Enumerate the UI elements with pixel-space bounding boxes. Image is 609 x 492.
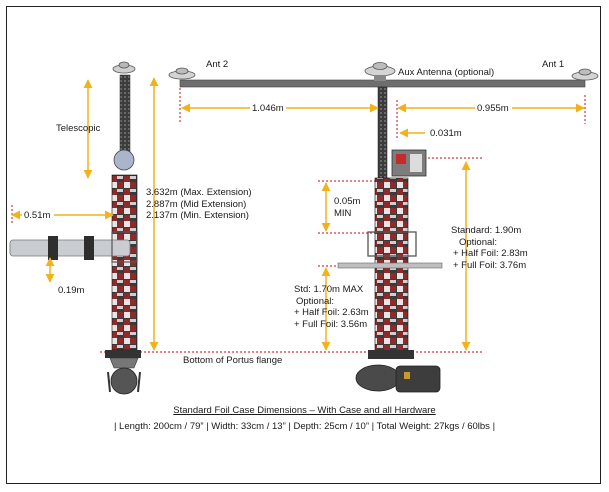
left-float-icon (113, 149, 135, 171)
right-pole (377, 86, 388, 180)
left-flange (105, 350, 141, 358)
std-max-height: Std: 1.70m MAX (294, 284, 364, 295)
standard-optional: Optional: (459, 236, 498, 248)
std-max-half-foil: + Half Foil: 2.63m (294, 307, 369, 318)
footer-title: Standard Foil Case Dimensions – With Cas… (173, 405, 436, 416)
arm-length-label: 0.51m (24, 210, 51, 221)
right-motor-pod-icon (355, 364, 401, 392)
telescopic-label: Telescopic (56, 123, 101, 134)
std-max-block: Std: 1.70m MAX Optional: + Half Foil: 2.… (294, 284, 369, 330)
ant1-label: Ant 1 (542, 59, 565, 70)
standard-block: Standard: 1.90m Optional: + Half Foil: 2… (451, 225, 528, 271)
mounting-plate (337, 262, 443, 269)
ant2-label: Ant 2 (206, 59, 229, 70)
gap-value: 0.05m (334, 196, 361, 207)
left-mounting-arm (9, 239, 131, 257)
extension-max: 3.632m (Max. Extension) (146, 187, 252, 198)
right-clamp (367, 231, 417, 257)
left-motor-pod-icon (110, 367, 138, 395)
aux-antenna-label: Aux Antenna (optional) (398, 67, 495, 78)
standard-height: Standard: 1.90m (451, 225, 522, 236)
flange-label: Bottom of Portus flange (183, 355, 283, 366)
right-flange (368, 350, 414, 359)
extension-block: 3.632m (Max. Extension) 2.887m (Mid Exte… (146, 187, 252, 222)
right-span-label: 0.955m (477, 103, 509, 114)
antenna-boom (179, 79, 586, 88)
gap-block: 0.05m MIN (334, 196, 360, 219)
standard-half-foil: + Half Foil: 2.83m (453, 248, 528, 259)
diagram-frame (6, 6, 601, 484)
footer-specs: | Length: 200cm / 79” | Width: 33cm / 13… (113, 421, 496, 432)
left-mast-assembly (9, 61, 141, 395)
standard-full-foil: + Full Foil: 3.76m (453, 259, 527, 271)
gap-min: MIN (334, 207, 352, 219)
right-mast-assembly (168, 62, 599, 393)
extension-min: 2.137m (Min. Extension) (146, 210, 249, 221)
std-max-full-foil: + Full Foil: 3.56m (294, 318, 368, 330)
std-max-optional: Optional: (296, 295, 335, 307)
extension-mid: 2.887m (Mid Extension) (146, 198, 247, 210)
left-span-label: 1.046m (252, 103, 284, 114)
clamp-height-label: 0.19m (58, 285, 85, 296)
offset-label: 0.031m (430, 128, 462, 139)
